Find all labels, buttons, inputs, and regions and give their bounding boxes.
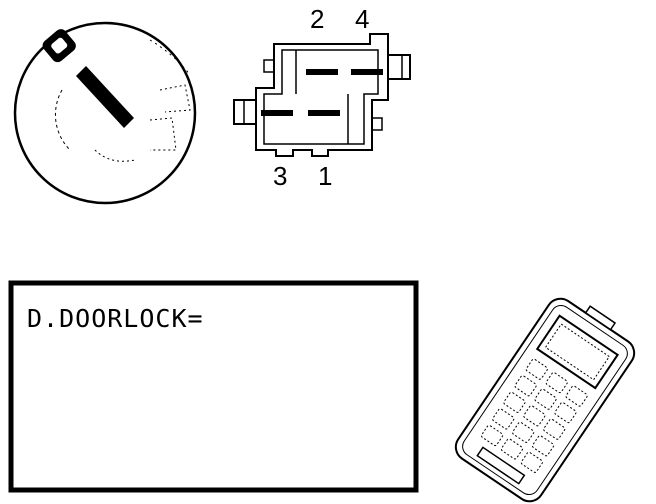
terminal-1 <box>308 110 340 116</box>
terminal-2 <box>306 69 338 75</box>
tester-screen-line-1: D.DOORLOCK= <box>27 304 204 333</box>
handheld-tester-icon <box>454 297 636 503</box>
terminal-4 <box>351 69 383 75</box>
terminal-3 <box>261 110 293 116</box>
pin-label-2: 2 <box>310 4 324 34</box>
pin-label-3: 3 <box>273 161 287 191</box>
pin-label-1: 1 <box>318 161 332 191</box>
key-head-icon <box>42 29 76 63</box>
key-slot-icon <box>76 66 134 128</box>
ignition-switch-icon <box>13 21 197 205</box>
connector-icon <box>233 33 411 157</box>
connector-terminals <box>261 69 383 116</box>
tester-keypad <box>481 358 588 473</box>
tester-screen: D.DOORLOCK= <box>8 280 419 493</box>
pin-label-4: 4 <box>355 4 369 34</box>
